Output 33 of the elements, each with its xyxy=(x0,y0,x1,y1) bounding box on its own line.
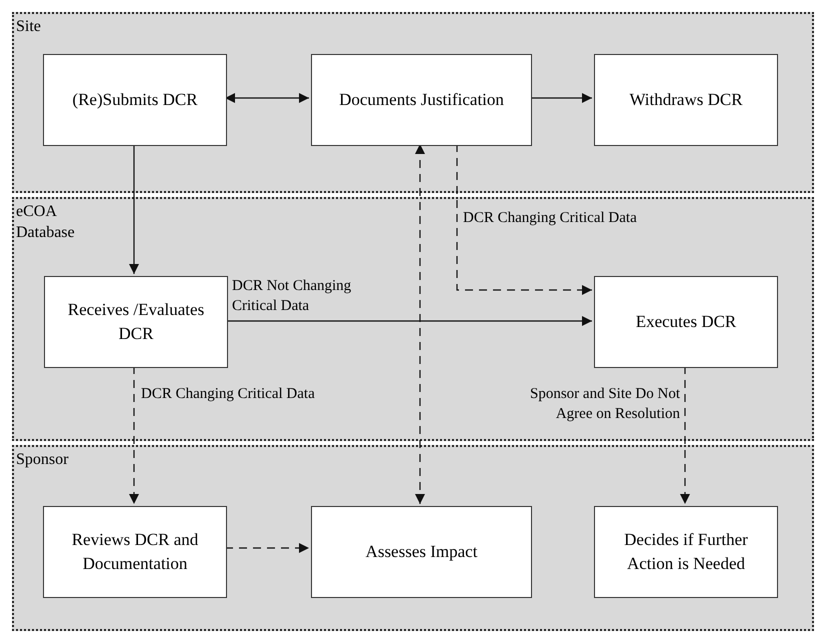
arrow xyxy=(530,93,592,103)
box-label: Assesses Impact xyxy=(366,541,478,563)
box-label: Decides if Further Action is Needed xyxy=(623,529,749,575)
dashed-arrow xyxy=(129,366,139,504)
swimlane xyxy=(12,12,814,193)
swimlane xyxy=(12,445,814,631)
process-box xyxy=(44,276,228,368)
arrow xyxy=(226,316,592,326)
process-box xyxy=(43,506,227,598)
edge-label: DCR Changing Critical Data xyxy=(141,385,316,404)
swimlane xyxy=(12,197,814,441)
process-box xyxy=(594,54,778,146)
dashed-arrow xyxy=(225,543,309,553)
box-label: Receives /Evaluates DCR xyxy=(66,299,206,345)
lane-title: Sponsor xyxy=(16,450,70,470)
dashed-arrow xyxy=(680,366,690,504)
box-label: Withdraws DCR xyxy=(629,89,743,111)
process-box xyxy=(594,276,778,368)
arrow xyxy=(225,93,309,103)
box-label: (Re)Submits DCR xyxy=(72,89,198,111)
box-label: Executes DCR xyxy=(636,311,736,333)
box-label: Reviews DCR and Documentation xyxy=(70,529,200,575)
process-box xyxy=(43,54,227,146)
process-box xyxy=(594,506,778,598)
dashed-arrow xyxy=(415,144,425,504)
process-box xyxy=(311,54,532,146)
arrow xyxy=(129,144,139,274)
process-box xyxy=(311,506,532,598)
edge-label: DCR Changing Critical Data xyxy=(463,209,638,228)
lane-title: Site xyxy=(16,17,42,37)
lane-title: eCOA Database xyxy=(16,202,76,243)
dashed-arrow xyxy=(456,144,592,295)
box-label: Documents Justification xyxy=(339,89,504,111)
